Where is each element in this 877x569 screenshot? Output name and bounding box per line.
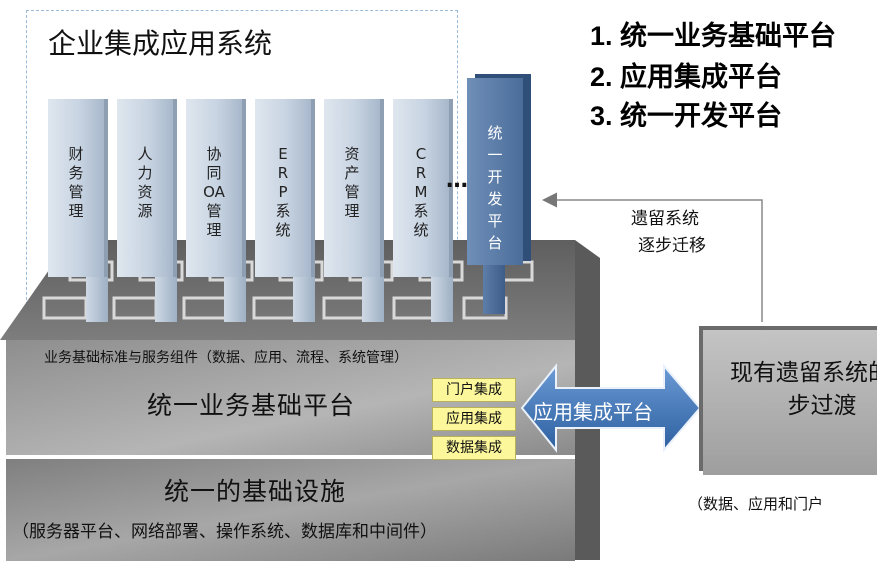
tag-application-integration: 应用集成 bbox=[432, 407, 516, 431]
pillar-label: C R M 系 统 bbox=[413, 145, 429, 239]
infrastructure-title: 统一的基础设施 bbox=[164, 477, 347, 506]
pillar-stem bbox=[155, 270, 177, 322]
integration-arrow-label: 应用集成平台 bbox=[533, 400, 653, 424]
pillar-label: 财 务 管 理 bbox=[68, 145, 84, 220]
pillar-stem bbox=[431, 270, 453, 322]
integration-arrow bbox=[520, 363, 702, 453]
pillar-assets: 资 产 管 理 bbox=[324, 99, 380, 277]
business-platform-title: 统一业务基础平台 bbox=[147, 391, 356, 420]
migration-note-line1: 遗留系统 bbox=[631, 209, 699, 229]
pillar-stem bbox=[86, 270, 108, 322]
migration-note-line2: 逐步迁移 bbox=[638, 236, 706, 256]
pillar-finance: 财 务 管 理 bbox=[48, 99, 104, 277]
legacy-system-label: 现有遗留系统的逐步过渡 bbox=[730, 360, 877, 419]
infrastructure-caption: （服务器平台、网络部署、操作系统、数据库和中间件） bbox=[12, 522, 437, 542]
infrastructure-face bbox=[6, 459, 575, 561]
legacy-system-box bbox=[703, 330, 877, 475]
pillar-label: 协 同 OA 管 理 bbox=[203, 145, 225, 239]
pillar-crm: C R M 系 统 bbox=[393, 99, 449, 277]
tag-portal-integration: 门户集成 bbox=[432, 378, 516, 402]
legend-item-3: 3. 统一开发平台 bbox=[590, 101, 783, 131]
migration-connector bbox=[542, 192, 763, 322]
tag-data-integration: 数据集成 bbox=[432, 436, 516, 460]
pillar-label: 人 力 资 源 bbox=[137, 145, 153, 220]
pillar-erp: E R P 系 统 bbox=[255, 99, 311, 277]
dev-platform-label: 统 一 开 发 平 台 bbox=[487, 124, 503, 252]
pillar-oa: 协 同 OA 管 理 bbox=[186, 99, 242, 277]
diagram-title: 企业集成应用系统 bbox=[48, 27, 273, 60]
dev-pillar-stem bbox=[483, 262, 505, 314]
legend-item-2: 2. 应用集成平台 bbox=[590, 62, 783, 92]
pillar-stem bbox=[224, 270, 246, 322]
more-systems-ellipsis: … bbox=[446, 168, 469, 193]
pillar-label: 资 产 管 理 bbox=[344, 145, 360, 220]
legacy-caption: （数据、应用和门户 bbox=[688, 495, 824, 513]
pillar-label: E R P 系 统 bbox=[275, 145, 291, 239]
pillar-hr: 人 力 资 源 bbox=[117, 99, 173, 277]
platform-caption: 业务基础标准与服务组件（数据、应用、流程、系统管理） bbox=[44, 350, 408, 366]
legend-item-1: 1. 统一业务基础平台 bbox=[590, 21, 837, 51]
pillar-stem bbox=[293, 270, 315, 322]
pillar-stem bbox=[362, 270, 384, 322]
pillar-dev-platform: 统 一 开 发 平 台 bbox=[467, 78, 523, 265]
